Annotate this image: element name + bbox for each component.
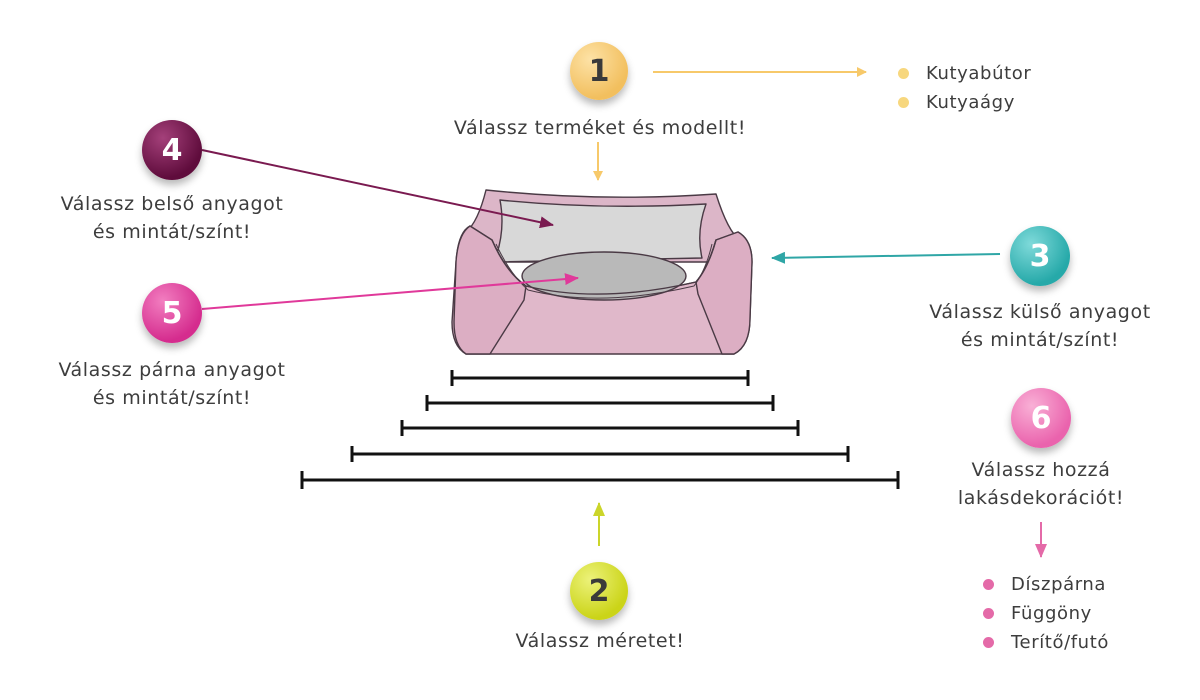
arrow-4-to-bed — [201, 149, 554, 229]
product-type-list: Kutyabútor Kutyaágy — [898, 59, 1031, 117]
step-2-label-text: Válassz méretet! — [515, 630, 685, 652]
home-decor-list: Díszpárna Függöny Terítő/futó — [983, 570, 1109, 657]
list-item-label: Díszpárna — [1011, 574, 1107, 595]
bullet-icon — [983, 608, 994, 619]
step-5-circle: 5 — [142, 283, 202, 343]
step-3-label: Válassz külső anyagot és mintát/színt! — [890, 298, 1190, 354]
step-1-label: Válassz terméket és modellt! — [430, 114, 770, 142]
step-5-label-line1: Válassz párna anyagot — [58, 359, 286, 381]
list-item[interactable]: Terítő/futó — [983, 628, 1109, 657]
step-5-number: 5 — [161, 295, 183, 331]
arrow-3-to-bed — [771, 251, 1001, 264]
step-2-number: 2 — [588, 573, 610, 609]
list-item-label: Terítő/futó — [1011, 632, 1109, 653]
step-5-label: Válassz párna anyagot és mintát/színt! — [22, 356, 322, 412]
step-3-label-line2: és mintát/színt! — [960, 329, 1120, 351]
list-item-label: Kutyaágy — [926, 92, 1015, 113]
size-bar-1 — [450, 370, 750, 386]
step-1-number: 1 — [588, 53, 610, 89]
step-6-label: Válassz hozzá lakásdekorációt! — [910, 456, 1172, 512]
list-item[interactable]: Díszpárna — [983, 570, 1109, 599]
arrow-5-to-bed — [201, 273, 579, 310]
bed-inner-back — [493, 199, 707, 263]
bullet-icon — [983, 637, 994, 648]
list-item[interactable]: Kutyabútor — [898, 59, 1031, 88]
bullet-icon — [898, 68, 909, 79]
list-item[interactable]: Kutyaágy — [898, 88, 1031, 117]
size-bars — [300, 370, 900, 489]
step-2-label: Válassz méretet! — [450, 627, 750, 655]
step-4-label-line1: Válassz belső anyagot — [60, 193, 284, 215]
bed-cushion — [521, 251, 687, 301]
size-bar-2 — [425, 395, 775, 411]
list-item-label: Függöny — [1011, 603, 1092, 624]
size-bar-4 — [350, 446, 850, 462]
step-4-number: 4 — [161, 132, 183, 168]
size-bar-3 — [400, 420, 800, 436]
bullet-icon — [983, 579, 994, 590]
step-3-label-line1: Válassz külső anyagot — [929, 301, 1151, 323]
bullet-icon — [898, 97, 909, 108]
step-1-circle: 1 — [570, 42, 628, 100]
step-4-label-line2: és mintát/színt! — [92, 221, 252, 243]
list-item-label: Kutyabútor — [926, 63, 1032, 84]
step-4-circle: 4 — [142, 120, 202, 180]
step-2-circle: 2 — [570, 562, 628, 620]
step-3-circle: 3 — [1010, 226, 1070, 286]
list-item[interactable]: Függöny — [983, 599, 1109, 628]
step-6-label-line1: Válassz hozzá — [971, 459, 1111, 481]
size-bar-5 — [300, 471, 900, 489]
step-4-label: Válassz belső anyagot és mintát/színt! — [22, 190, 322, 246]
dog-bed-illustration — [451, 189, 753, 355]
step-6-label-line2: lakásdekorációt! — [957, 487, 1125, 509]
step-6-number: 6 — [1030, 400, 1052, 436]
step-3-number: 3 — [1029, 238, 1051, 274]
step-6-circle: 6 — [1011, 388, 1071, 448]
step-5-label-line2: és mintát/színt! — [92, 387, 252, 409]
step-1-label-text: Válassz terméket és modellt! — [453, 117, 747, 139]
